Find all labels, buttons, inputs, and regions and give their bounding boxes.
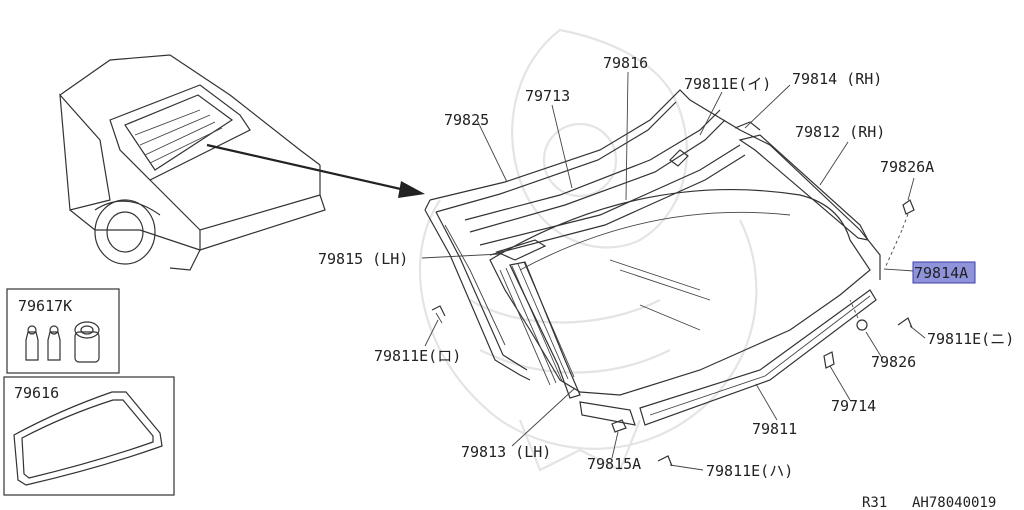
label-79811E-i: 79811E(イ) (684, 75, 771, 93)
label-79826A: 79826A (880, 158, 934, 176)
highlight-box-79814A (912, 261, 976, 284)
label-79815-lh: 79815 (LH) (318, 250, 408, 268)
label-79816: 79816 (603, 54, 648, 72)
footer-code: AH78040019 (912, 495, 996, 510)
label-79713: 79713 (525, 87, 570, 105)
label-79815A: 79815A (587, 455, 641, 473)
pointer-arrow (206, 143, 425, 198)
inset-79616: 79616 (3, 376, 175, 496)
label-79812-rh: 79812 (RH) (795, 123, 885, 141)
label-79813-lh: 79813 (LH) (461, 443, 551, 461)
label-79714: 79714 (831, 397, 876, 415)
label-79814-rh: 79814 (RH) (792, 70, 882, 88)
watermark-emblem (418, 28, 758, 472)
clip-kit-icon (25, 321, 100, 363)
label-79616: 79616 (14, 384, 59, 402)
footer: R31 AH78040019 (862, 495, 996, 510)
part-labels: 79825 79713 79816 79811E(イ) 79814 (RH) 7… (318, 54, 1014, 480)
label-79617K: 79617K (18, 297, 72, 315)
label-79814A: 79814A (914, 264, 968, 282)
back-window-glass (424, 89, 915, 467)
label-79811E-ni: 79811E(ニ) (927, 330, 1014, 348)
weatherstrip-icon (13, 391, 163, 486)
car-rear-illustration (59, 54, 326, 271)
label-79811E-ha: 79811E(ハ) (706, 462, 793, 480)
label-79811E-ro: 79811E(ロ) (374, 347, 461, 365)
label-79825: 79825 (444, 111, 489, 129)
label-79811: 79811 (752, 420, 797, 438)
label-79826: 79826 (871, 353, 916, 371)
inset-79617K: 79617K (6, 288, 120, 374)
footer-page: R31 (862, 495, 887, 510)
leader-lines (421, 71, 926, 471)
